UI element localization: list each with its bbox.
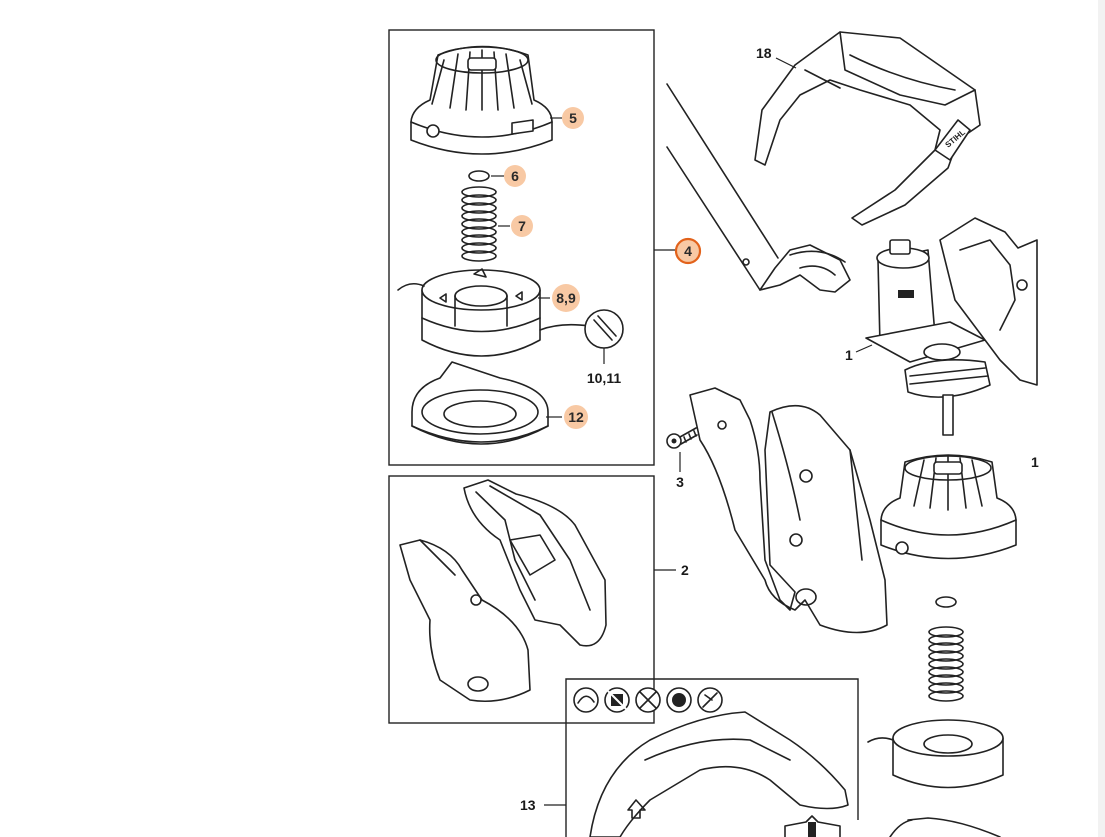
mowing-head-kit-box: 5 6 7 [388, 29, 702, 466]
spare-head-drawing: 1 [867, 454, 1039, 837]
callout-2: 2 [681, 562, 689, 578]
spring-drawing [461, 186, 497, 262]
circlip-drawing [468, 170, 490, 182]
safety-glasses-drawing: STIHL 18 [754, 31, 981, 226]
spool-cap-drawing [410, 45, 553, 155]
housing-partial-drawing [939, 217, 1038, 386]
badge-7 [511, 215, 533, 237]
line-section-drawing [584, 309, 624, 349]
badge-6 [504, 165, 526, 187]
callout-5: 5 [569, 110, 577, 126]
guard-halves-drawing [689, 387, 888, 634]
line-spool-drawing [397, 268, 591, 357]
callout-1: 1 [845, 347, 853, 363]
badge-12 [564, 405, 588, 429]
callout-4: 4 [684, 243, 692, 259]
deflector-box: 13 [520, 678, 859, 837]
base-cover-drawing [411, 361, 549, 445]
motor-drawing: 1 [845, 239, 991, 436]
callout-18: 18 [756, 45, 772, 61]
guard-shell-box: 2 [388, 475, 689, 724]
callout-8-9: 8,9 [556, 290, 576, 306]
clip-partial-drawing [784, 815, 841, 837]
callout-12: 12 [568, 409, 584, 425]
badge-4-selected[interactable] [674, 237, 702, 265]
callout-3: 3 [676, 474, 684, 490]
shaft-tube-drawing [666, 83, 851, 293]
badge-8-9 [552, 284, 580, 312]
screw-drawing: 3 [666, 427, 698, 490]
callout-1-partial: 1 [1031, 454, 1039, 470]
callout-10-11: 10,11 [587, 370, 621, 386]
right-scroll-strip [1098, 0, 1105, 837]
safety-icons [573, 687, 723, 713]
callout-6: 6 [511, 168, 519, 184]
callout-13: 13 [520, 797, 536, 813]
callout-7: 7 [518, 218, 526, 234]
badge-5 [562, 107, 584, 129]
